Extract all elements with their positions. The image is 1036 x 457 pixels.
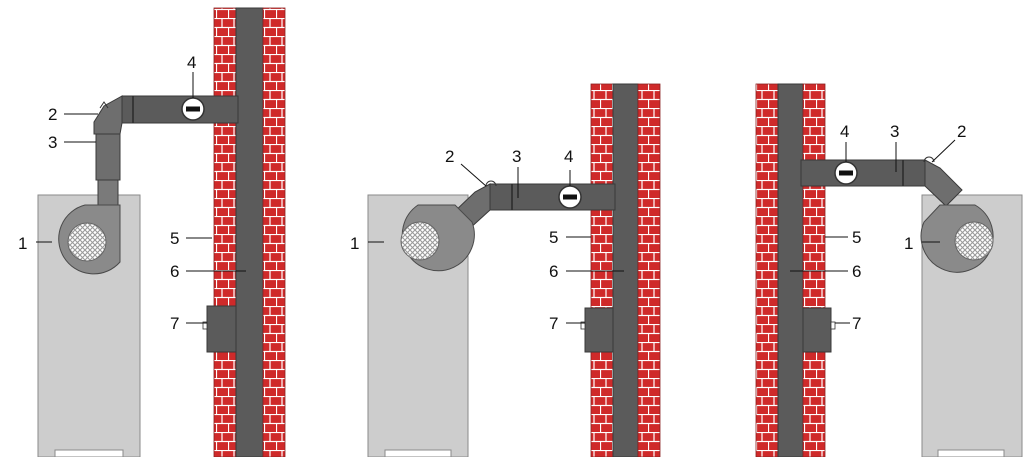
label-5: 5	[549, 228, 558, 247]
label-7: 7	[852, 314, 861, 333]
label-3: 3	[890, 122, 899, 141]
boiler-base-slot	[384, 449, 452, 457]
boiler-base-slot	[54, 449, 124, 457]
label-5: 5	[170, 229, 179, 248]
label-7: 7	[549, 314, 558, 333]
label-3: 3	[48, 133, 57, 152]
callouts-panel-1	[36, 72, 246, 324]
chimney-clean-out	[802, 307, 832, 353]
label-1: 1	[350, 234, 359, 253]
chimney-flue	[235, 7, 264, 457]
damper-disc-icon	[834, 161, 858, 185]
chimney-clean-out	[206, 305, 237, 353]
chimney-wall-left	[213, 7, 237, 457]
label-3: 3	[512, 147, 521, 166]
label-5: 5	[852, 228, 861, 247]
callouts-panel-3	[790, 139, 956, 324]
label-7: 7	[170, 314, 179, 333]
chimney-clean-out	[584, 307, 614, 353]
damper-disc-icon	[181, 97, 205, 121]
callouts-panel-2	[368, 163, 624, 324]
boiler-fan-housing	[58, 204, 121, 275]
label-4: 4	[564, 147, 573, 166]
label-4: 4	[187, 53, 196, 72]
panel-1: 1 2 3 4 5 6 7	[18, 7, 286, 457]
chimney-wall-right	[637, 83, 661, 457]
chimney-wall-right	[262, 7, 286, 457]
flue-connector-pipe	[451, 183, 616, 231]
label-6: 6	[170, 262, 179, 281]
clean-out-cap	[485, 180, 497, 187]
fan-grille	[954, 221, 994, 261]
fan-grille	[400, 221, 440, 261]
label-1: 1	[18, 234, 27, 253]
fan-grille	[67, 222, 107, 262]
boiler-fan-housing	[920, 204, 994, 273]
label-6: 6	[852, 262, 861, 281]
damper-disc-icon	[558, 185, 582, 209]
label-2: 2	[957, 122, 966, 141]
label-4: 4	[840, 122, 849, 141]
boiler-base-slot	[937, 449, 1005, 457]
label-2: 2	[48, 105, 57, 124]
label-1: 1	[904, 234, 913, 253]
boiler-fan-housing	[400, 204, 475, 272]
label-2: 2	[445, 147, 454, 166]
flue-connector-pipe	[93, 95, 239, 209]
clean-out-cap	[99, 101, 109, 109]
chimney-wall-left	[755, 83, 779, 457]
panel-2: 1 2 3 4 5 6 7	[350, 83, 661, 457]
label-6: 6	[549, 262, 558, 281]
panel-3: 1 2 3 4 5 6 7	[755, 83, 1023, 457]
flue-connector-pipe	[800, 159, 963, 207]
